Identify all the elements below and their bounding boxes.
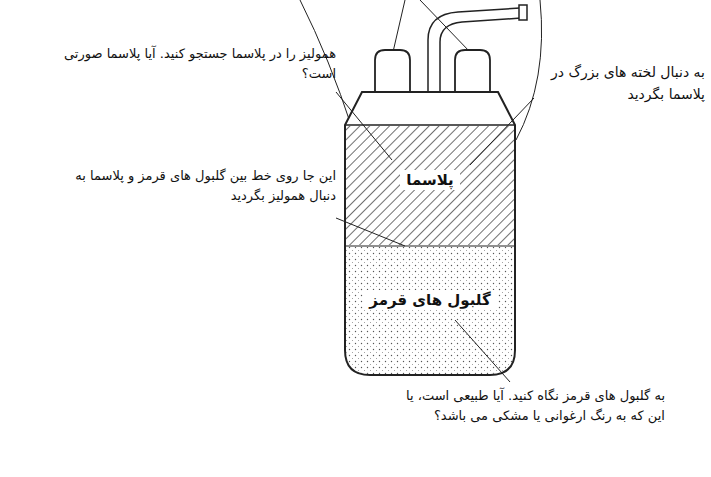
port bbox=[375, 50, 410, 95]
hanging-line bbox=[516, 0, 542, 140]
callout-note: به گلبول های قرمز نگاه کنید. آیا طبیعی ا… bbox=[395, 386, 665, 426]
plasma-band: پلاسما bbox=[346, 150, 514, 210]
red-cell-band: گلبول های قرمز bbox=[346, 270, 514, 330]
callout-note: همولیز را در پلاسما جستجو کنید. آیا پلاس… bbox=[56, 44, 336, 84]
red-cell-dots bbox=[346, 247, 514, 374]
leader-line bbox=[470, 98, 534, 165]
port bbox=[455, 50, 490, 95]
callout-note: این جا روی خط بین گلبول های قرمز و پلاسم… bbox=[46, 166, 336, 206]
region-label: پلاسما bbox=[400, 170, 459, 190]
hanging-line bbox=[393, 0, 405, 52]
plasma-cell-border bbox=[345, 245, 515, 246]
leader-line bbox=[336, 92, 392, 160]
tube-end bbox=[519, 5, 527, 20]
hanging-line bbox=[300, 0, 352, 128]
leader-line bbox=[455, 320, 510, 382]
plasma-hatch bbox=[346, 126, 514, 245]
leader-line bbox=[336, 218, 405, 246]
callout-note: به دنبال لخته های بزرگ در پلاسما بگردید bbox=[540, 62, 705, 105]
bag-seam bbox=[345, 124, 515, 126]
region-label: گلبول های قرمز bbox=[363, 290, 496, 310]
